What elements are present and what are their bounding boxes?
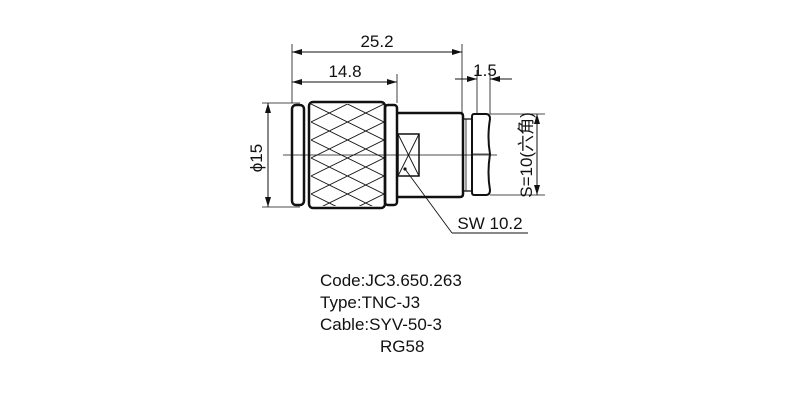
part-cable-alt: RG58 [380, 337, 425, 356]
dimension-lines [265, 49, 540, 207]
part-cable: Cable:SYV-50-3 [320, 315, 442, 334]
connector-body [283, 100, 497, 210]
knurl-pattern [311, 104, 384, 206]
part-code: Code:JC3.650.263 [320, 271, 462, 290]
dim-nut-thickness: 1.5 [473, 61, 497, 80]
dim-hex-size: S=10(六角) [517, 112, 536, 198]
dim-wrench-size: SW 10.2 [457, 214, 522, 233]
part-type: Type:TNC-J3 [320, 293, 421, 312]
dim-overall-length: 25.2 [360, 32, 393, 51]
hex-nut [471, 113, 492, 196]
dim-body-length: 14.8 [328, 62, 361, 81]
sw-leader [404, 168, 528, 234]
dim-diameter: ϕ15 [247, 144, 266, 172]
part-info: Code:JC3.650.263 Type:TNC-J3 Cable:SYV-5… [320, 270, 462, 358]
